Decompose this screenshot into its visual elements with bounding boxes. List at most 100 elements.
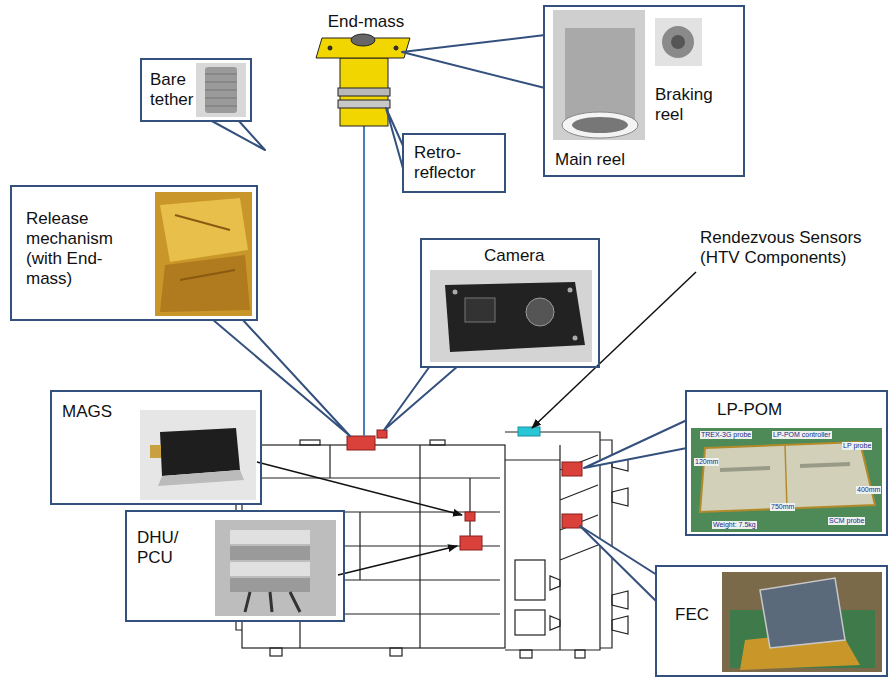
spacecraft-drawing [520, 650, 532, 658]
camera-photo [573, 336, 578, 341]
dimension-label: 120mm [694, 458, 719, 466]
callout-label: DHU/ PCU [137, 528, 189, 568]
spacecraft-drawing [270, 648, 282, 656]
component-marker [465, 512, 475, 521]
leader-arrow [338, 546, 457, 575]
spacecraft-drawing [390, 648, 402, 656]
callout-fill [141, 59, 251, 121]
release-mechanism-photo [155, 192, 252, 316]
braking-reel-photo [655, 18, 702, 66]
dhu-pcu-photo [230, 562, 310, 576]
release-mechanism-photo [160, 255, 250, 312]
sensor-marker [518, 427, 540, 436]
fec-photo [760, 578, 845, 648]
photo-label: SCM probe [828, 517, 865, 525]
main-reel-photo [562, 112, 638, 138]
callout-fill [656, 566, 887, 676]
callout-pointer [384, 366, 458, 430]
fec-photo [722, 572, 882, 672]
end-mass-drawing [351, 34, 375, 46]
camera-photo [430, 270, 592, 362]
callout-fill [11, 186, 257, 320]
spacecraft-drawing [515, 610, 545, 635]
end-mass-drawing [338, 100, 390, 108]
fec-photo [722, 572, 882, 672]
main-reel-photo [553, 10, 645, 140]
lp-pom-photo [691, 428, 882, 532]
mags-photo [150, 445, 161, 458]
end-mass-drawing [338, 88, 390, 96]
callout-pointer [402, 35, 545, 88]
photo-label: LP probe [842, 442, 872, 450]
callout-label: Main reel [555, 150, 655, 170]
lp-pom-photo [720, 464, 850, 470]
camera-photo [445, 282, 585, 352]
leader-arrow [257, 272, 696, 575]
lp-pom-photo [785, 445, 787, 509]
tether-photo [196, 63, 246, 117]
spacecraft-drawing [430, 440, 445, 445]
component-marker [562, 514, 582, 528]
part-label: Rendezvous Sensors (HTV Components) [700, 228, 885, 268]
component-marker [347, 430, 582, 550]
callout-fill [686, 391, 887, 535]
lp-pom-photo [691, 428, 882, 532]
release-mechanism-photo [160, 198, 248, 262]
camera-photo [526, 298, 554, 326]
main-reel-photo [553, 10, 645, 140]
callout-fill [11, 6, 887, 676]
mags-photo [160, 428, 240, 476]
mags-photo [140, 410, 256, 500]
callout-box: DHU/ PCU [125, 510, 345, 622]
callout-box: Retro-reflector [402, 133, 506, 193]
callout-box: FEC [655, 565, 888, 677]
dhu-pcu-photo [230, 546, 310, 560]
braking-reel-photo [662, 26, 694, 58]
callout-fill [421, 239, 599, 367]
camera-photo [568, 288, 573, 293]
photo-label: LP-POM controller [772, 431, 832, 439]
dimension-label: 750mm [770, 503, 795, 511]
end-mass-drawing [316, 34, 410, 126]
callout-label: Retro-reflector [414, 143, 498, 183]
tether-line [364, 125, 365, 436]
spacecraft-drawing [575, 650, 585, 658]
camera-photo [430, 270, 592, 362]
callout-fill [51, 391, 261, 504]
component-marker [460, 536, 482, 550]
callout-label: LP-POM [717, 400, 797, 420]
callout-fill [403, 134, 505, 192]
callout-pointer [584, 420, 687, 468]
mags-photo [158, 470, 244, 486]
dhu-pcu-photo [215, 520, 336, 616]
dimension-label: 400mm [856, 486, 881, 494]
tether-line [363, 125, 365, 436]
photo-label: Weight: 7.5kg [712, 521, 757, 529]
tether-photo [196, 63, 246, 117]
callout-label: Release mechanism (with End-mass) [26, 209, 131, 289]
spacecraft-drawing [505, 445, 598, 650]
leader-arrow [532, 272, 696, 428]
tether-photo [205, 74, 237, 106]
leader-arrow [257, 462, 462, 515]
callout-label: Braking reel [655, 85, 735, 125]
callout-pointer [580, 526, 657, 602]
callout-fill [544, 6, 744, 176]
sensor-marker [518, 427, 540, 436]
callout-label: MAGS [62, 402, 132, 422]
mags-photo [140, 410, 256, 500]
callout-fill [126, 511, 344, 621]
braking-reel-photo [671, 35, 685, 49]
callout-label: FEC [675, 605, 725, 625]
lp-pom-photo [700, 442, 875, 512]
dhu-pcu-photo [215, 520, 336, 616]
component-marker [347, 436, 375, 450]
callout-box: Release mechanism (with End-mass) [10, 185, 258, 321]
spacecraft-drawing [505, 432, 600, 650]
callout-label: Camera [484, 246, 564, 266]
camera-photo [453, 290, 458, 295]
spacecraft-drawing [550, 576, 560, 630]
tether-photo [205, 67, 237, 113]
release-mechanism-photo [175, 215, 235, 280]
